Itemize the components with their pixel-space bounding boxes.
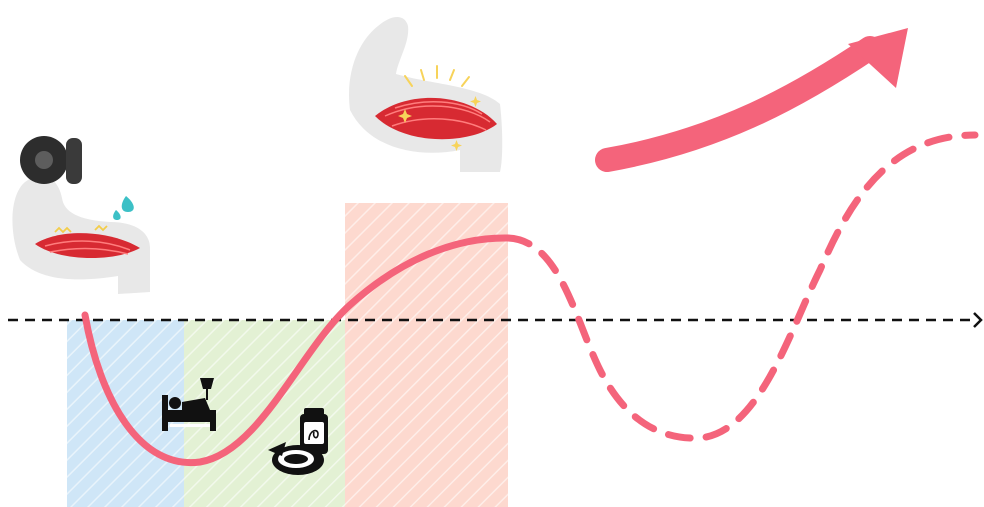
sweat-drop-icon — [122, 196, 134, 212]
performance-curve-dashed — [508, 135, 975, 438]
upward-trend-arrow — [607, 28, 908, 160]
baseline-arrowhead-icon — [974, 313, 981, 327]
flexed-arm-strong-icon — [349, 17, 502, 172]
